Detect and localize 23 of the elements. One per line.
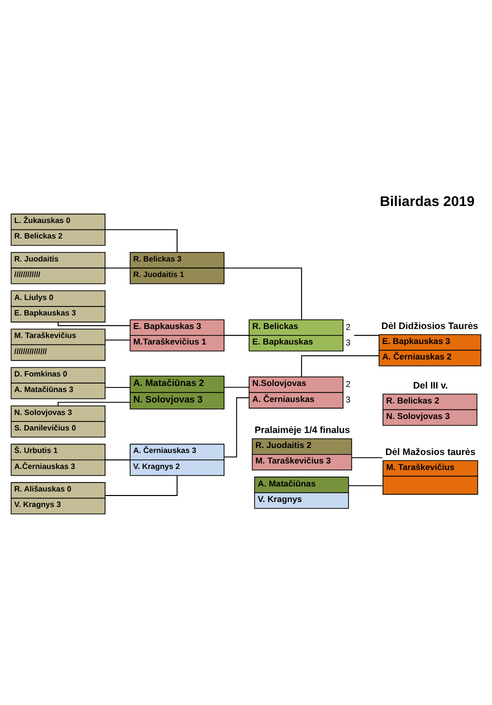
node-label: Pralaimėje 1/4 finalus	[254, 423, 350, 434]
node-label: 2	[346, 321, 351, 332]
connector	[58, 321, 131, 326]
node-label: Del III v.	[413, 378, 448, 390]
connector	[224, 386, 250, 388]
node-label: Dėl Didžiosios Taurės	[381, 319, 478, 330]
connector	[351, 456, 383, 458]
connector	[104, 267, 130, 268]
connector	[224, 267, 302, 320]
diagram-title: Biliardas 2019	[380, 192, 475, 208]
connector	[104, 386, 130, 388]
node-label: 3	[346, 336, 351, 347]
connector	[104, 339, 130, 340]
connector	[354, 334, 380, 336]
node-label: 2	[346, 378, 351, 388]
node-label: Dėl Mažosios taurės	[385, 445, 476, 456]
connector	[301, 354, 380, 377]
connector	[104, 474, 178, 496]
node-label: 3	[346, 394, 351, 404]
connector	[104, 228, 178, 252]
connector	[104, 458, 130, 460]
connector	[224, 334, 250, 336]
connector	[348, 484, 383, 486]
